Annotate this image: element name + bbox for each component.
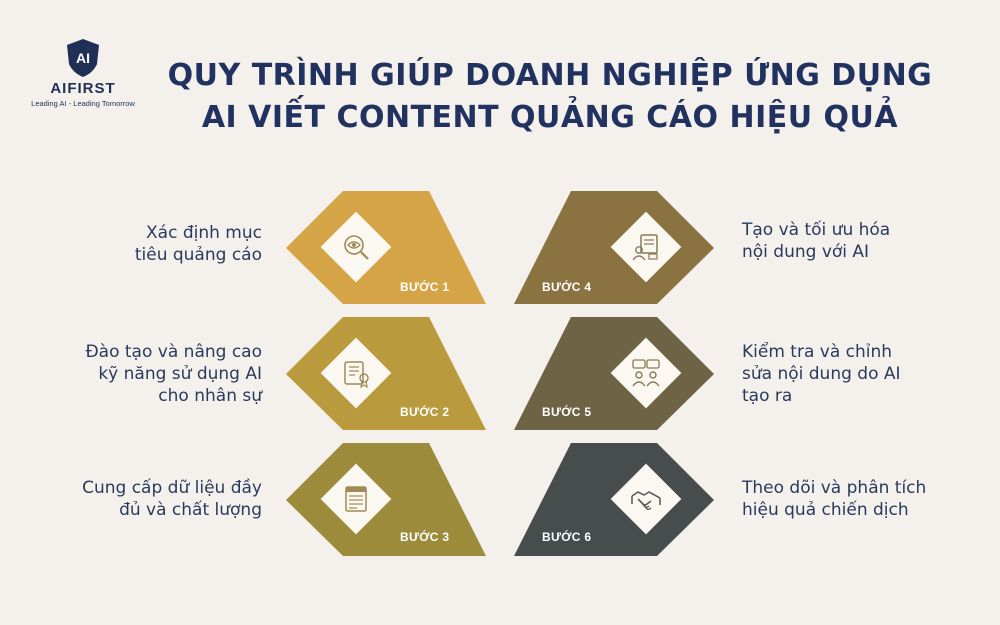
data-form-icon: [345, 486, 367, 512]
shield-logo-icon: AI: [67, 39, 99, 77]
certificate-icon: [344, 361, 369, 389]
step-2-text: Đào tạo và nâng cao kỹ năng sử dụng AI c…: [62, 341, 263, 407]
step-3-label: BƯỚC 3: [400, 530, 450, 544]
step-2-label: BƯỚC 2: [400, 405, 450, 419]
step-6-text: Theo dõi và phân tích hiệu quả chiến dịc…: [742, 477, 962, 521]
step-6-label: BƯỚC 6: [542, 530, 592, 544]
title-line-1: QUY TRÌNH GIÚP DOANH NGHIỆP ỨNG DỤNG: [167, 58, 933, 93]
brand-name: AIFIRST: [50, 80, 116, 97]
brand-tagline: Leading AI - Leading Tomorrow: [31, 99, 135, 108]
logo-letters: AI: [76, 50, 90, 66]
step-5-text-line: tạo ra: [742, 386, 793, 406]
step-5-label: BƯỚC 5: [542, 405, 592, 419]
step-5-text: Kiểm tra và chỉnh sửa nội dung do AI tạo…: [742, 341, 962, 407]
step-2-text-line: Đào tạo và nâng cao: [85, 342, 263, 362]
step-4-text: Tạo và tối ưu hóa nội dung với AI: [742, 219, 962, 263]
step-4-label: BƯỚC 4: [542, 280, 592, 294]
handshake-icon: [631, 491, 661, 511]
step-3-text-line: đủ và chất lượng: [119, 500, 262, 520]
brand-logo: AI AIFIRST Leading AI - Leading Tomorrow: [28, 38, 138, 108]
discussion-icon: [632, 359, 660, 387]
step-1-text: Xác định mục tiêu quảng cáo: [62, 222, 262, 266]
step-4-text-line: nội dung với AI: [742, 242, 870, 262]
step-5-text-line: Kiểm tra và chỉnh: [742, 342, 893, 362]
step-2-text-line: cho nhân sự: [158, 386, 262, 406]
step-1-text-line: tiêu quảng cáo: [134, 245, 262, 265]
step-6-text-line: Theo dõi và phân tích: [742, 478, 927, 498]
step-3-text-line: Cung cấp dữ liệu đầy: [82, 478, 262, 498]
step-1-text-line: Xác định mục: [146, 223, 262, 243]
step-3-text: Cung cấp dữ liệu đầy đủ và chất lượng: [62, 477, 262, 521]
document-user-icon: [632, 234, 658, 261]
title-line-2: AI VIẾT CONTENT QUẢNG CÁO HIỆU QUẢ: [201, 100, 899, 135]
search-eye-icon: [344, 235, 369, 260]
step-2-text-line: kỹ năng sử dụng AI: [98, 364, 262, 384]
step-4-text-line: Tạo và tối ưu hóa: [742, 220, 891, 240]
step-1-label: BƯỚC 1: [400, 280, 450, 294]
step-5-text-line: sửa nội dung do AI: [742, 364, 901, 384]
step-6-text-line: hiệu quả chiến dịch: [742, 500, 909, 520]
